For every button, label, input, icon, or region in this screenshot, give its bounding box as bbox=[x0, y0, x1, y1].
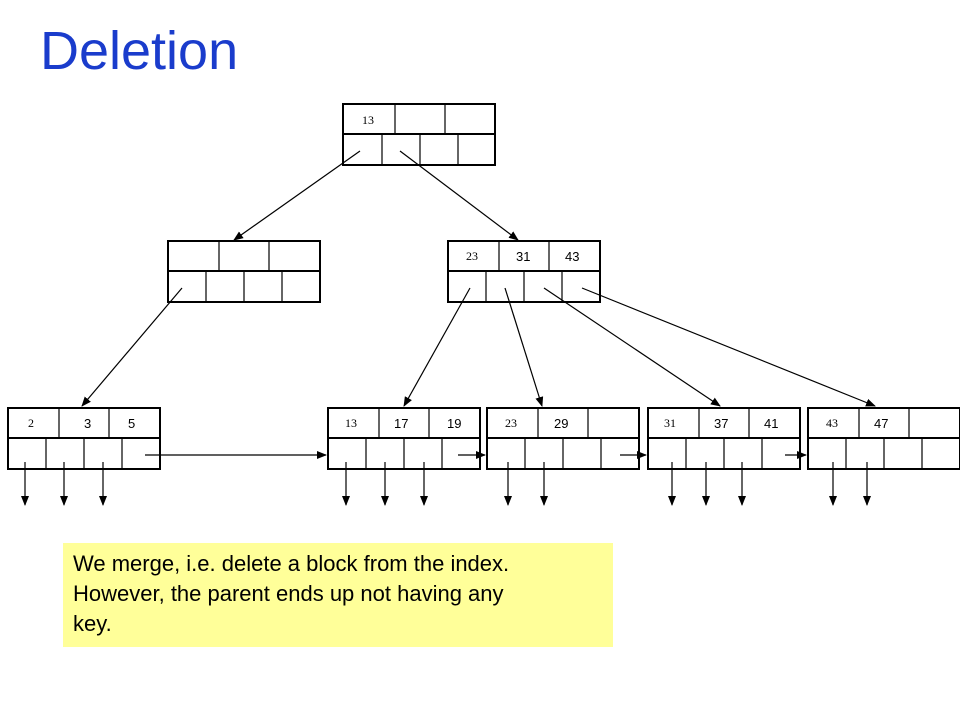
inner-key-2: 31 bbox=[516, 249, 530, 264]
leaf-node-1: 2 3 5 bbox=[7, 407, 161, 470]
inner-node-left bbox=[167, 240, 321, 303]
leaf-3-key-1: 23 bbox=[505, 416, 517, 430]
leaf-4-key-3: 41 bbox=[764, 416, 778, 431]
leaf-1-key-2: 3 bbox=[84, 416, 91, 431]
leaf-1-key-3: 5 bbox=[128, 416, 135, 431]
leaf-3-key-2: 29 bbox=[554, 416, 568, 431]
leaf-2-key-3: 19 bbox=[447, 416, 461, 431]
slide-title: Deletion bbox=[40, 21, 239, 81]
inner-key-3: 43 bbox=[565, 249, 579, 264]
leaf-node-4: 31 37 41 bbox=[647, 407, 801, 470]
root-key-1: 13 bbox=[362, 113, 374, 127]
leaf-node-3: 23 29 bbox=[486, 407, 640, 470]
leaf-5-key-1: 43 bbox=[826, 416, 838, 430]
note-line-1: We merge, i.e. delete a block from the i… bbox=[73, 551, 510, 576]
inner-node-right: 23 31 43 bbox=[447, 240, 601, 303]
leaf-node-2: 13 17 19 bbox=[327, 407, 481, 470]
leaf-2-key-2: 17 bbox=[394, 416, 408, 431]
explanation-note: We merge, i.e. delete a block from the i… bbox=[63, 543, 613, 647]
leaf-1-key-1: 2 bbox=[28, 416, 34, 430]
leaf-4-key-2: 37 bbox=[714, 416, 728, 431]
leaf-2-key-1: 13 bbox=[345, 416, 357, 430]
root-node: 13 bbox=[342, 103, 496, 166]
leaf-node-5: 43 47 bbox=[807, 407, 960, 470]
inner-key-1: 23 bbox=[466, 249, 478, 263]
note-line-3: key. bbox=[73, 611, 112, 636]
tree-pointers bbox=[81, 150, 876, 407]
note-line-2: However, the parent ends up not having a… bbox=[73, 581, 504, 606]
leaf-4-key-1: 31 bbox=[664, 416, 676, 430]
leaf-5-key-2: 47 bbox=[874, 416, 888, 431]
record-pointers bbox=[21, 462, 871, 506]
